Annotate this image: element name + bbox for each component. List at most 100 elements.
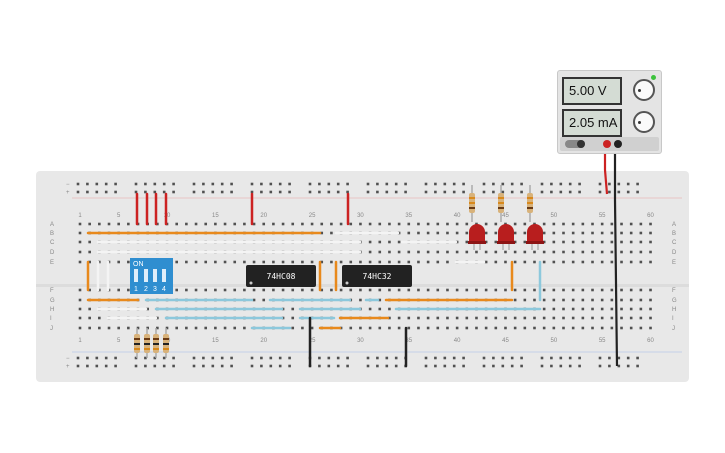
hole (591, 250, 594, 254)
resistor-pulldown-1[interactable] (134, 328, 140, 358)
hole (214, 222, 217, 226)
hole (288, 190, 291, 194)
resistor-led-1[interactable] (469, 185, 475, 222)
hole (620, 288, 623, 292)
hole (310, 326, 314, 330)
hole (600, 326, 604, 330)
hole (204, 222, 208, 226)
led-3[interactable] (526, 224, 544, 250)
power-switch[interactable] (565, 140, 585, 148)
hole (533, 326, 536, 330)
led-1[interactable] (468, 224, 486, 250)
hole (523, 222, 527, 226)
hole (600, 222, 604, 226)
hole (608, 190, 611, 194)
hole (88, 316, 91, 320)
hole (600, 316, 604, 320)
dip-toggle-3[interactable] (153, 269, 157, 282)
hole (117, 326, 120, 330)
dip-toggle-2[interactable] (144, 269, 148, 282)
hole (533, 298, 536, 302)
hole (492, 356, 495, 360)
resistor-led-3[interactable] (527, 185, 533, 222)
hole (578, 190, 581, 194)
hole (629, 250, 633, 254)
hole (542, 222, 546, 226)
hole (523, 240, 527, 244)
hole (388, 240, 391, 244)
hole (629, 307, 633, 311)
resistor-pulldown-4[interactable] (163, 328, 169, 358)
hole (214, 288, 217, 292)
hole (368, 260, 372, 264)
hole (175, 326, 178, 330)
hole (620, 326, 623, 330)
hole (88, 260, 91, 264)
hole (330, 222, 333, 226)
column-number: 30 (357, 338, 364, 344)
hole (504, 288, 507, 292)
hole (114, 356, 117, 360)
current-display: 2.05 mA (562, 109, 622, 137)
positive-terminal[interactable] (603, 140, 611, 148)
hole (571, 240, 575, 244)
hole (320, 222, 324, 226)
hole (336, 356, 340, 360)
hole (452, 190, 456, 194)
current-knob[interactable] (633, 111, 655, 133)
resistor-pulldown-3[interactable] (153, 328, 159, 358)
hole (639, 307, 643, 311)
hole (417, 250, 420, 254)
chip-74hc08[interactable]: 74HC08 (246, 265, 316, 287)
hole (359, 298, 362, 302)
hole (104, 356, 108, 360)
hole (194, 326, 198, 330)
hole (320, 288, 324, 292)
hole (407, 231, 411, 235)
hole (550, 356, 553, 360)
hole (620, 222, 623, 226)
hole (376, 364, 379, 368)
hole (378, 240, 382, 244)
hole (542, 288, 546, 292)
hole (610, 298, 614, 302)
dip-switch[interactable]: ON 1 2 3 4 (130, 258, 173, 294)
resistor-led-2[interactable] (498, 185, 504, 222)
hole (578, 364, 581, 368)
resistor-pulldown-2[interactable] (144, 328, 150, 358)
hole (327, 190, 331, 194)
hole (610, 250, 614, 254)
column-number: 50 (550, 213, 557, 219)
hole (318, 190, 321, 194)
hole (117, 222, 120, 226)
hole (417, 326, 420, 330)
hole (591, 288, 594, 292)
hole (385, 356, 389, 360)
dip-toggle-4[interactable] (162, 269, 166, 282)
chip-74hc32[interactable]: 74HC32 (342, 265, 412, 287)
hole (562, 307, 565, 311)
hole (349, 260, 353, 264)
hole (571, 307, 575, 311)
hole (649, 288, 652, 292)
hole (346, 356, 349, 360)
hole (260, 182, 263, 186)
hole (620, 231, 623, 235)
led-2[interactable] (497, 224, 515, 250)
voltage-knob[interactable] (633, 79, 655, 101)
hole (510, 364, 514, 368)
hole (88, 250, 91, 254)
dip-toggle-1[interactable] (134, 269, 138, 282)
negative-terminal[interactable] (614, 140, 622, 148)
hole (639, 326, 643, 330)
hole (552, 307, 556, 311)
column-number: 20 (260, 338, 267, 344)
hole (424, 364, 428, 368)
hole (394, 182, 398, 186)
hole (117, 260, 120, 264)
rail-sign: + (66, 364, 70, 370)
hole (424, 190, 428, 194)
hole (349, 222, 353, 226)
hole (562, 250, 565, 254)
hole (359, 288, 362, 292)
